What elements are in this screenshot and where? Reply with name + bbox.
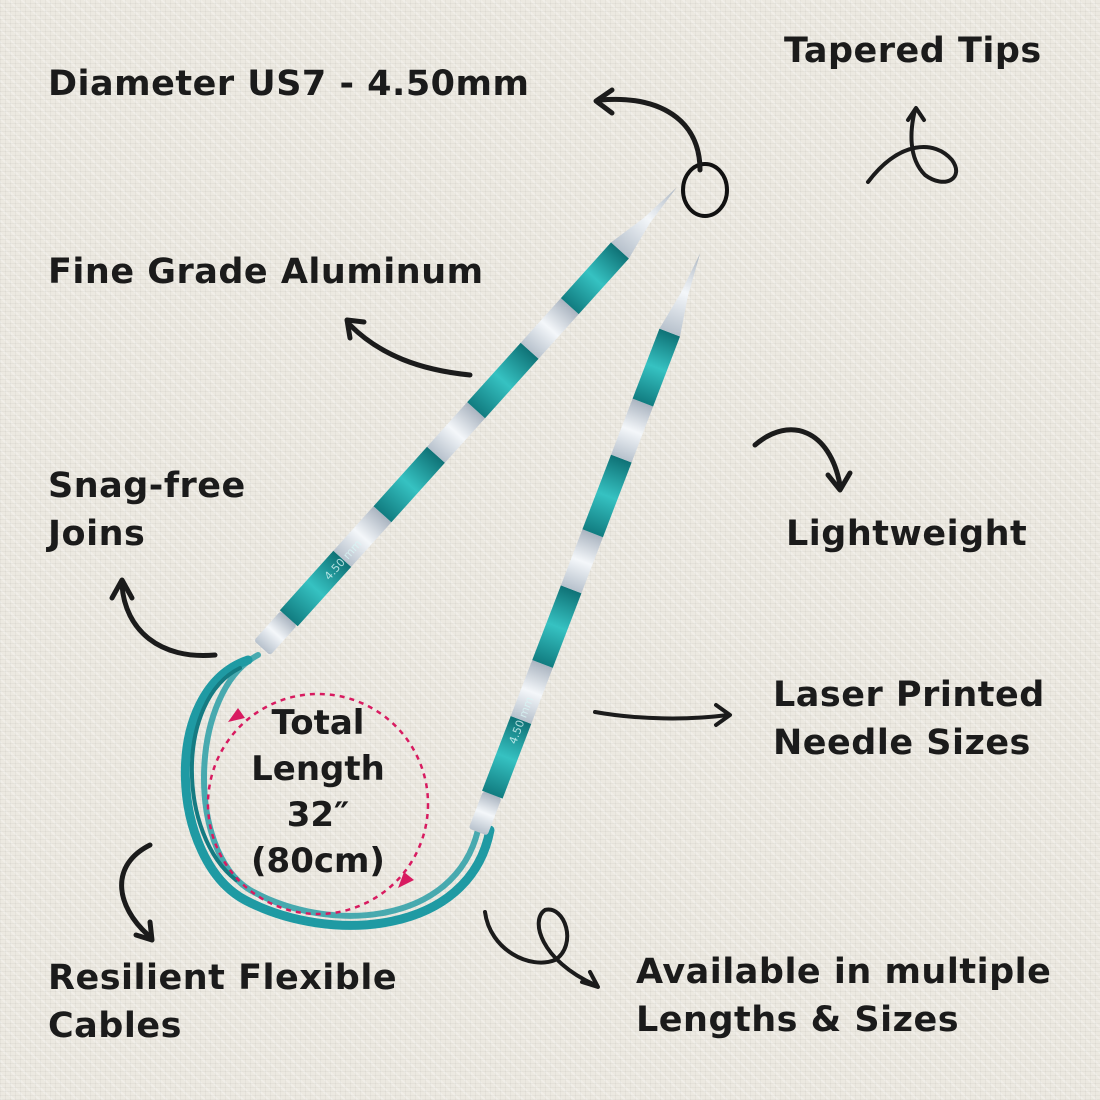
- arrow-aluminum-icon: [347, 322, 473, 378]
- arrow-cables-icon: [119, 842, 153, 938]
- label-lightweight: Lightweight: [786, 514, 1028, 554]
- length-circle: [206, 692, 430, 916]
- total-length-label: Total Length 32″ (80cm): [218, 700, 418, 884]
- label-cables-line1: Resilient Flexible: [48, 958, 398, 998]
- total-length-line3: 32″: [286, 795, 350, 835]
- annotation-arrows: [109, 87, 959, 989]
- label-laser-printed: Laser Printed Needle Sizes: [773, 671, 1045, 767]
- tip-loop-icon: [681, 162, 729, 218]
- arrow-head-bottom-icon: [398, 872, 414, 888]
- label-tapered-tips: Tapered Tips: [784, 31, 1042, 71]
- label-snag-free-line1: Snag-free: [48, 466, 246, 506]
- label-available: Available in multiple Lengths & Sizes: [636, 948, 1051, 1044]
- label-snag-free-line2: Joins: [48, 514, 146, 554]
- label-snag-free: Snag-free Joins: [48, 462, 246, 558]
- arrow-tapered-tips-icon: [866, 108, 959, 184]
- total-length-line2: Length: [251, 749, 385, 789]
- right-needle: 4.50 mm: [469, 253, 701, 835]
- arrow-laser-icon: [593, 710, 730, 721]
- label-cables: Resilient Flexible Cables: [48, 954, 397, 1050]
- flexible-cable: [180, 652, 495, 930]
- label-cables-line2: Cables: [48, 1006, 182, 1046]
- arrow-diameter-icon: [597, 96, 703, 173]
- label-laser-line2: Needle Sizes: [773, 723, 1031, 763]
- total-length-line1: Total: [271, 703, 365, 743]
- label-diameter: Diameter US7 - 4.50mm: [48, 64, 530, 104]
- left-needle: 4.50 mm: [255, 187, 677, 655]
- arrow-available-icon: [483, 907, 597, 987]
- label-laser-line1: Laser Printed: [773, 675, 1045, 715]
- label-aluminum: Fine Grade Aluminum: [48, 252, 484, 292]
- arrow-head-top-icon: [228, 708, 245, 722]
- label-available-line1: Available in multiple: [636, 952, 1052, 992]
- arrow-lightweight-icon: [752, 427, 843, 488]
- arrow-snag-free-icon: [119, 582, 218, 659]
- total-length-line4: (80cm): [251, 841, 385, 881]
- label-available-line2: Lengths & Sizes: [636, 1000, 960, 1040]
